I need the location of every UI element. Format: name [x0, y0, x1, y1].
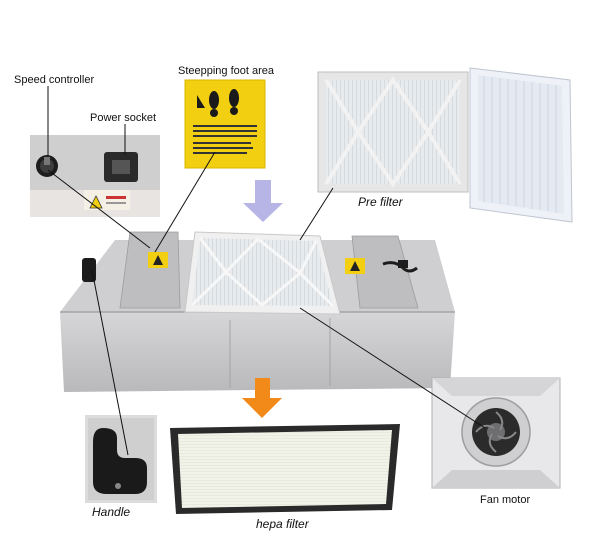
hepa-filter-label: hepa filter [256, 517, 309, 531]
fan-motor-label: Fan motor [480, 494, 531, 506]
control-panel-photo [30, 135, 160, 217]
stepping-area-label: Steepping foot area [178, 65, 275, 77]
airflow-out-arrow [242, 378, 282, 418]
handle-label: Handle [92, 505, 131, 519]
stepping-area-photo [184, 79, 266, 169]
handle-photo [85, 415, 157, 503]
footprint-icon [197, 89, 239, 117]
fan-motor-photo [431, 377, 561, 489]
power-socket-label: Power socket [90, 112, 157, 124]
hepa-filter [170, 424, 400, 514]
fan-filter-unit [60, 231, 455, 392]
pre-filter-side [469, 67, 573, 223]
callout-lines [47, 86, 486, 456]
speed-controller-label: Speed controller [14, 74, 95, 86]
handle-icon [82, 258, 96, 282]
pre-filter-label: Pre filter [358, 195, 403, 209]
airflow-in-arrow [243, 180, 283, 222]
pre-filter-front [317, 71, 469, 193]
